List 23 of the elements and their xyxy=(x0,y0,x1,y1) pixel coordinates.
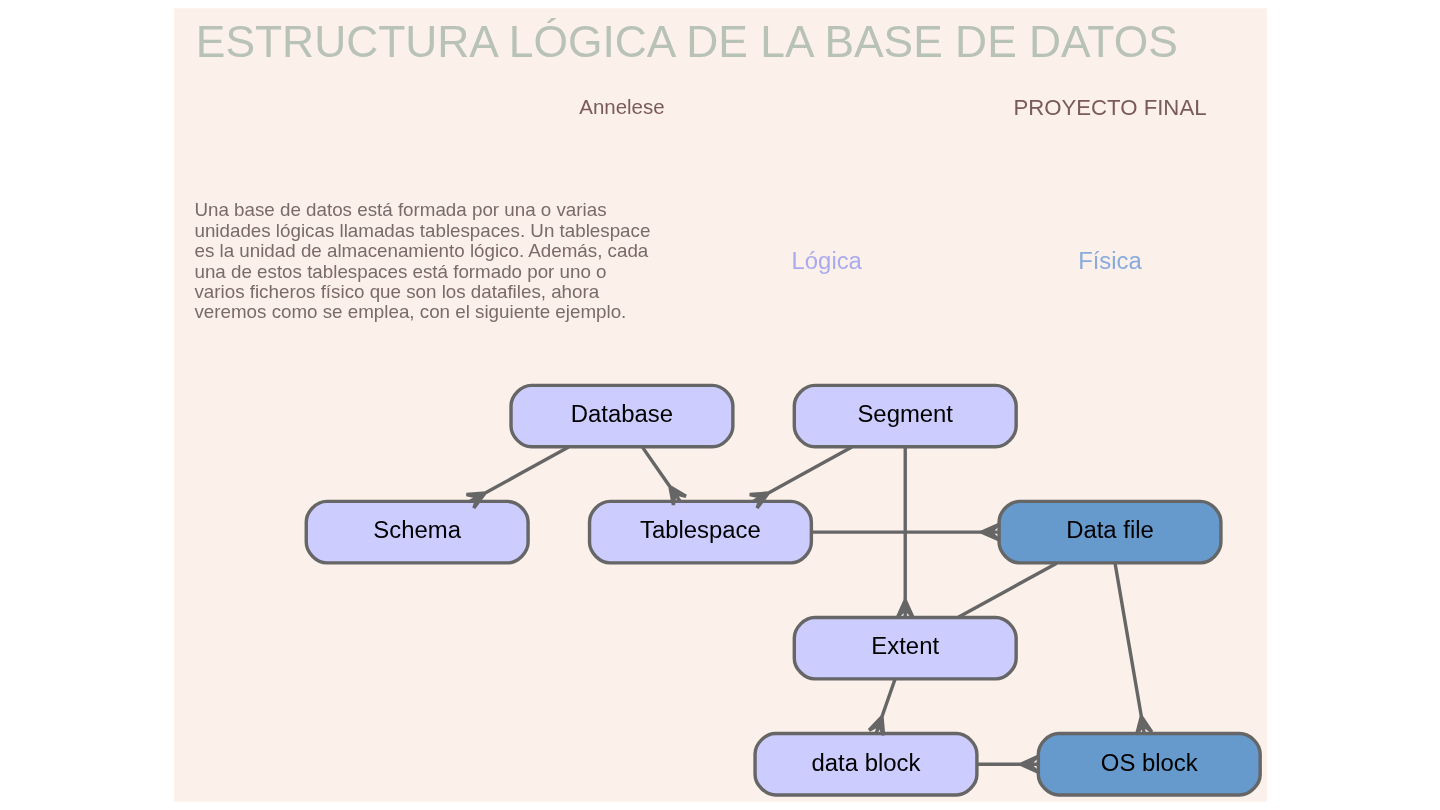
connector xyxy=(640,446,688,507)
node-box: Extent xyxy=(792,615,1018,681)
connector xyxy=(811,522,1000,542)
node-box: Schema xyxy=(304,499,530,565)
node-box: data block xyxy=(752,731,979,797)
connector xyxy=(464,445,569,510)
label: Lógica xyxy=(791,246,862,274)
node-box: Database xyxy=(508,383,735,449)
node-box: Tablespace xyxy=(587,499,813,565)
label: PROYECTO FINAL xyxy=(1012,94,1207,120)
connector xyxy=(866,678,897,737)
connector xyxy=(747,445,853,510)
node-box: OS block xyxy=(1036,731,1262,797)
connector xyxy=(956,561,1058,619)
connector xyxy=(976,754,1039,774)
connector xyxy=(1112,562,1153,737)
label: Una base de datos está formada por una o varias unidades lógicas llamadas tablespaces. Un tablespace es la unidad de almacenamiento lógico. Además, cada una de estos tablespaces está formado por uno o varios ficheros físico que son los datafiles, ahora veremos como se emplea, con el siguiente ejemplo. xyxy=(193,199,650,323)
node-box: Data file xyxy=(996,499,1223,565)
connector xyxy=(895,447,915,619)
label: Annelese xyxy=(578,95,665,119)
label: Física xyxy=(1077,246,1142,274)
diagram-title: ESTRUCTURA LÓGICA DE LA BASE DE DATOS xyxy=(195,17,1178,67)
node-box: Segment xyxy=(792,383,1018,449)
